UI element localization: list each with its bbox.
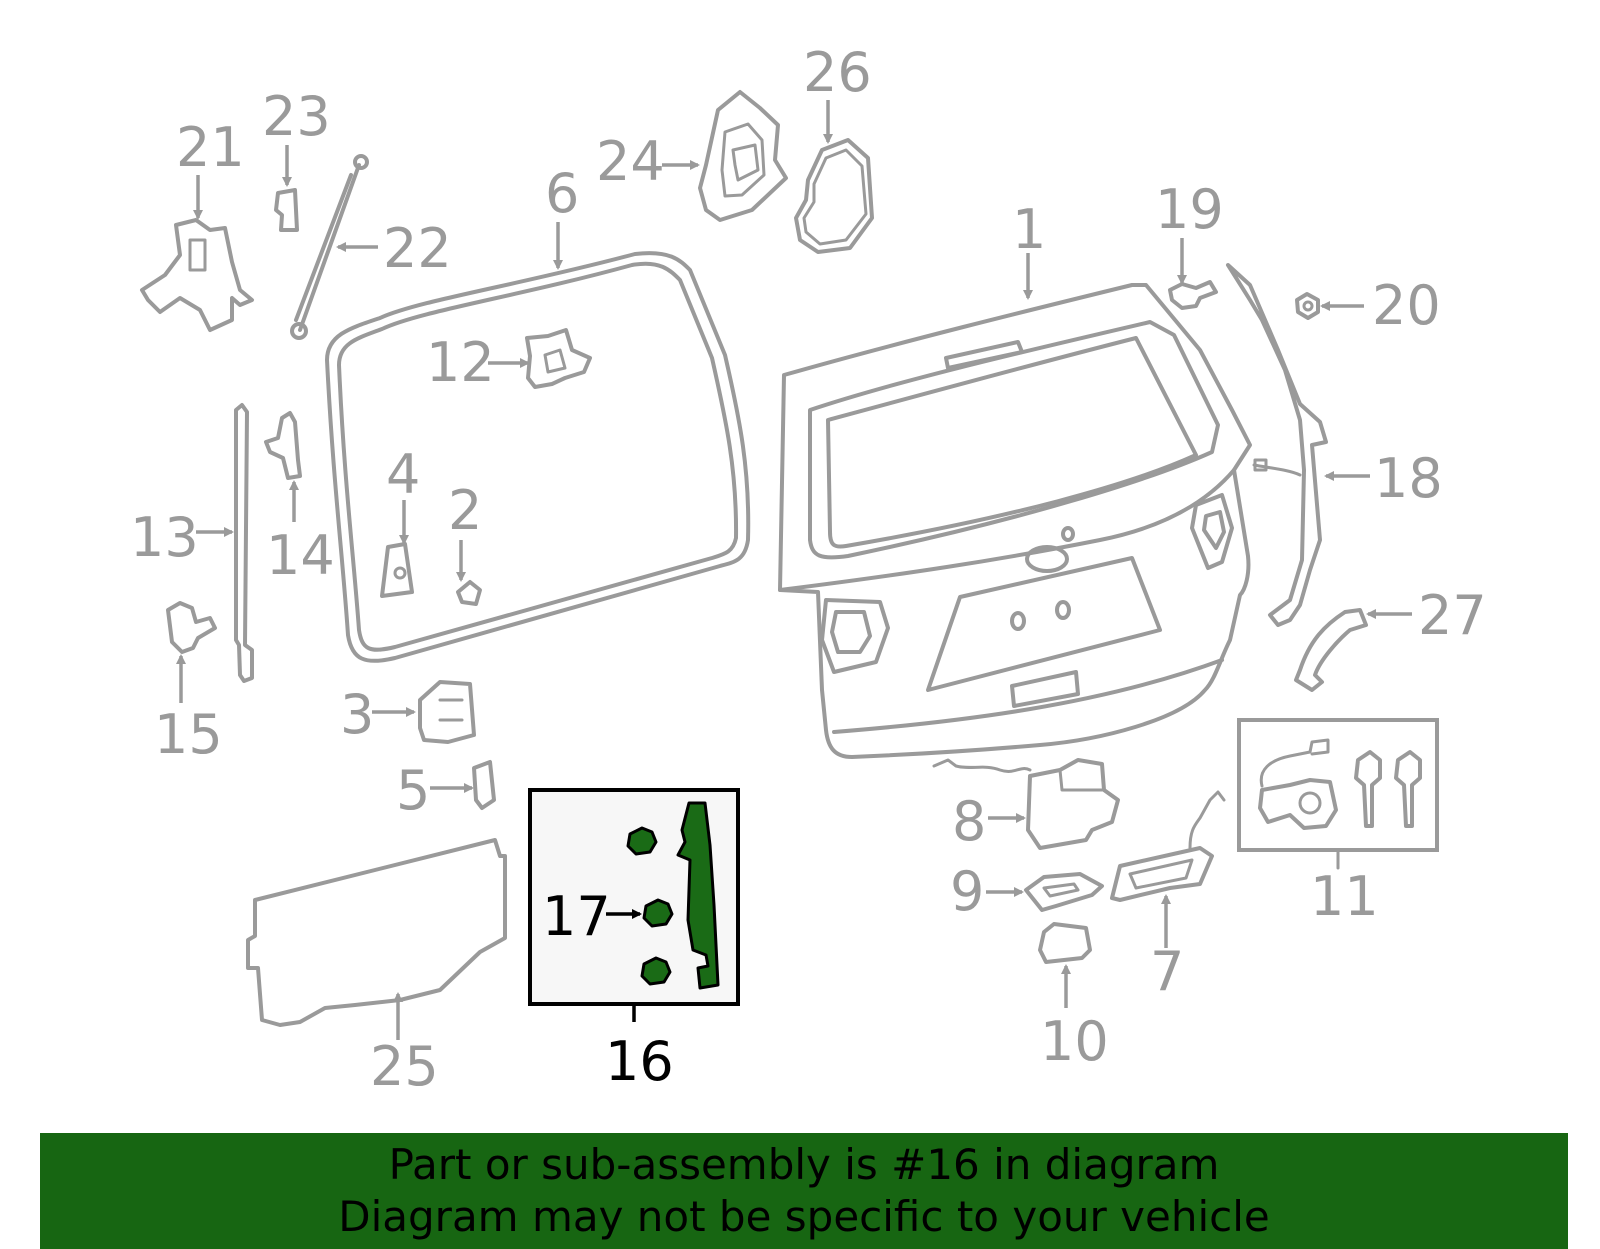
label-15: 15 — [154, 703, 223, 766]
part-27-sensor — [1294, 608, 1412, 692]
label-9: 9 — [950, 860, 984, 923]
part-8-actuator — [932, 758, 1120, 850]
label-27: 27 — [1418, 584, 1487, 647]
label-22: 22 — [383, 217, 452, 280]
label-5: 5 — [396, 759, 430, 822]
part-20-nut — [1295, 292, 1364, 320]
label-26: 26 — [803, 41, 872, 104]
label-6: 6 — [545, 162, 579, 225]
banner-line-2: Diagram may not be specific to your vehi… — [338, 1192, 1270, 1241]
part-17-clip-top — [626, 826, 658, 856]
label-11: 11 — [1310, 865, 1379, 928]
label-18: 18 — [1374, 447, 1443, 510]
part-12-bracket — [488, 328, 592, 389]
label-16: 16 — [605, 1030, 674, 1093]
label-14: 14 — [266, 524, 335, 587]
part-4-wedge — [380, 500, 414, 598]
label-7: 7 — [1150, 940, 1184, 1003]
label-4: 4 — [386, 443, 420, 506]
part-15-bracket — [166, 601, 217, 703]
label-20: 20 — [1372, 274, 1441, 337]
part-9-pad — [986, 872, 1104, 912]
label-12: 12 — [426, 331, 495, 394]
part-22-strut — [290, 154, 378, 340]
part-1-back-door — [778, 253, 1252, 759]
part-24-trim — [662, 90, 788, 222]
label-1: 1 — [1012, 198, 1046, 261]
banner-line-1: Part or sub-assembly is #16 in diagram — [388, 1140, 1220, 1189]
part-7-handle — [1110, 790, 1226, 948]
part-26-seal — [794, 100, 874, 254]
part-25-panel — [246, 838, 507, 1040]
part-16-garnish — [676, 801, 720, 990]
part-5-pad — [430, 760, 496, 810]
label-21: 21 — [176, 116, 245, 179]
part-2-bumper — [456, 540, 482, 606]
label-8: 8 — [952, 790, 986, 853]
part-18-garnish — [1226, 263, 1370, 627]
part-14-bracket — [264, 411, 302, 522]
label-25: 25 — [370, 1035, 439, 1098]
part-17-clip-mid — [642, 898, 674, 928]
label-23: 23 — [262, 85, 331, 148]
label-24: 24 — [596, 130, 665, 193]
label-19: 19 — [1155, 178, 1224, 241]
label-13: 13 — [130, 506, 199, 569]
part-10-clip — [1038, 922, 1092, 1008]
part-3-cover — [372, 680, 476, 744]
part-23-clip — [274, 145, 299, 232]
part-17-clip-bot — [640, 956, 672, 986]
info-banner: Part or sub-assembly is #16 in diagram D… — [40, 1133, 1568, 1249]
part-16-inset — [528, 788, 740, 1022]
label-17: 17 — [542, 885, 611, 948]
label-2: 2 — [448, 479, 482, 542]
part-6-weatherstrip — [325, 222, 751, 663]
label-3: 3 — [340, 683, 374, 746]
label-10: 10 — [1040, 1010, 1109, 1073]
part-21-hinge — [140, 175, 254, 332]
part-13-strut — [196, 403, 254, 683]
part-11-lock-set — [1237, 718, 1439, 870]
part-19-bolt — [1168, 238, 1218, 310]
